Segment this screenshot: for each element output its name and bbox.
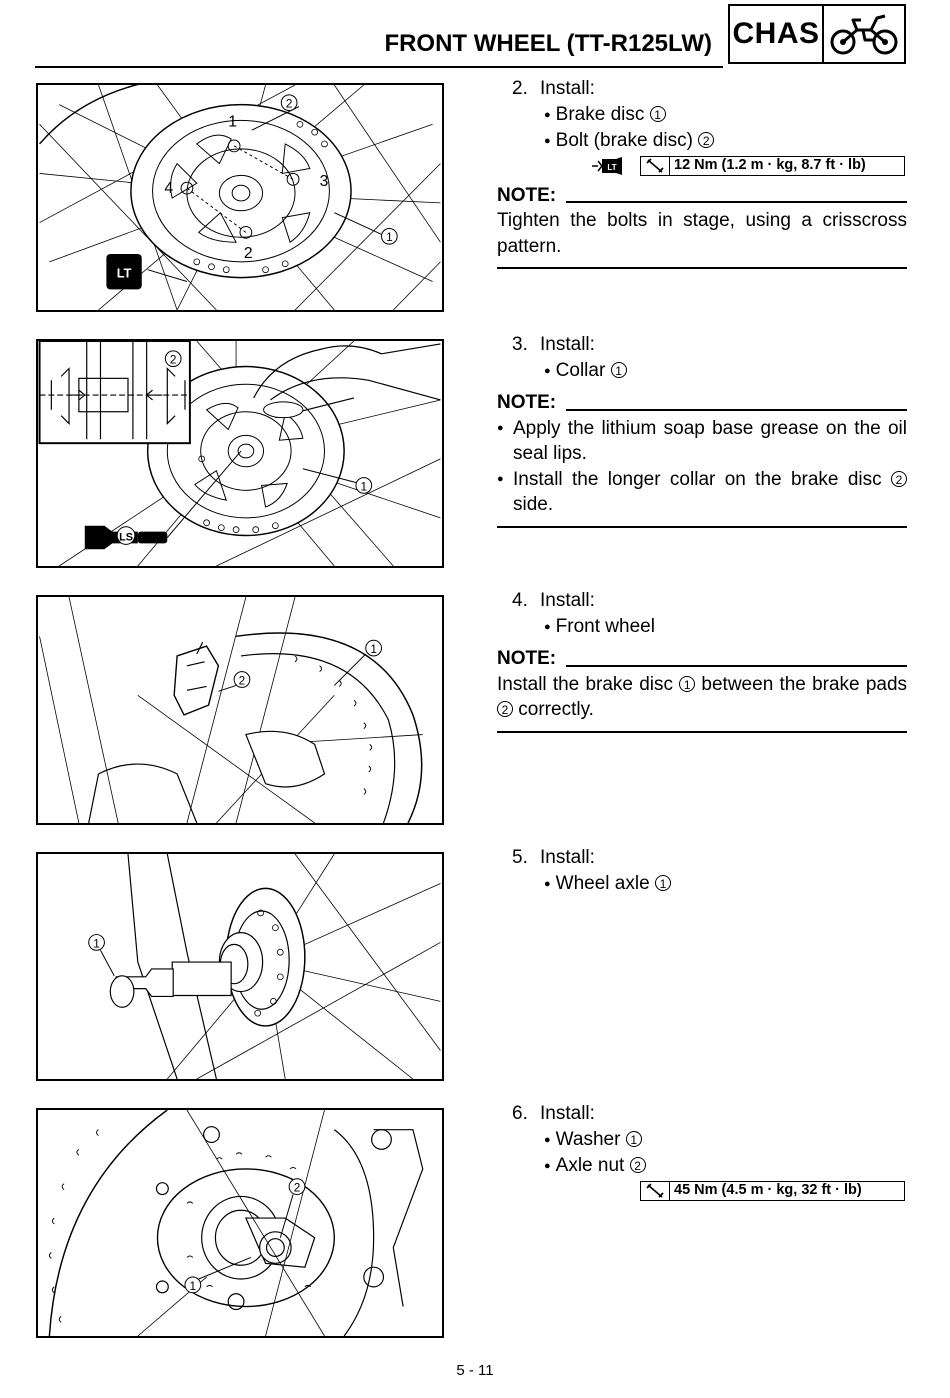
step-6: 6. Install: Washer 1 Axle nut 2 45 Nm (4.… xyxy=(497,1101,907,1202)
page-number: 5 - 11 xyxy=(456,1362,494,1379)
torque-wrench-icon xyxy=(641,156,670,175)
section-label: CHAS xyxy=(730,6,824,62)
list-item: Collar 1 xyxy=(497,358,907,385)
list-item: Front wheel xyxy=(497,614,907,641)
ref-circle: 1 xyxy=(649,105,666,122)
step-5: 5. Install: Wheel axle 1 xyxy=(497,845,907,897)
step-action: Install: xyxy=(540,334,595,355)
note-bullet: ●Apply the lithium soap base grease on t… xyxy=(497,417,907,465)
lt-symbol: LT xyxy=(117,266,132,281)
ref-circle: 1 xyxy=(679,675,696,692)
torque-value: 45 Nm (4.5 m · kg, 32 ft · lb) xyxy=(674,1181,862,1198)
step-number: 5. xyxy=(512,847,528,868)
figure-front-wheel-install: 1 2 xyxy=(36,595,444,825)
callout-1: 1 xyxy=(370,643,377,656)
note-end-rule xyxy=(497,723,907,733)
list-item: Brake disc 1 xyxy=(497,102,907,129)
step-action: Install: xyxy=(540,1103,595,1124)
callout-3: 3 xyxy=(320,173,329,190)
ref-circle: 2 xyxy=(891,470,907,487)
step-2: 2. Install: Brake disc 1 Bolt (brake disc… xyxy=(497,76,907,269)
callout-1: 1 xyxy=(361,480,368,493)
callout-4: 4 xyxy=(164,180,173,197)
torque-spec: LT 12 Nm (1.2 m · kg, 8.7 ft · lb) xyxy=(497,155,907,177)
note-text: Install the brake disc 1 between the bra… xyxy=(497,673,908,720)
locking-agent-icon: LT xyxy=(592,156,622,175)
list-item: Washer 1 xyxy=(497,1127,907,1154)
callout-2: 2 xyxy=(244,245,253,262)
step-action: Install: xyxy=(540,590,595,611)
page-title: FRONT WHEEL (TT-R125LW) xyxy=(384,30,712,57)
title-rule xyxy=(35,66,723,68)
callout-2: 2 xyxy=(286,98,293,111)
callout-1: 1 xyxy=(93,937,100,950)
callout-1: 1 xyxy=(228,113,237,130)
callout-1: 1 xyxy=(190,1280,197,1293)
torque-spec: 45 Nm (4.5 m · kg, 32 ft · lb) xyxy=(497,1180,907,1202)
torque-wrench-icon xyxy=(641,1181,670,1200)
figure-wheel-axle-install: 1 xyxy=(36,852,444,1081)
motorcycle-icon xyxy=(824,6,904,62)
list-item: Wheel axle 1 xyxy=(497,871,907,898)
list-item: Bolt (brake disc) 2 xyxy=(497,128,907,155)
ref-circle: 1 xyxy=(610,361,627,378)
list-item: Axle nut 2 xyxy=(497,1153,907,1180)
step-number: 3. xyxy=(512,334,528,355)
note-end-rule xyxy=(497,518,907,528)
step-action: Install: xyxy=(540,847,595,868)
figure-brake-disc-install: LT 1 3 4 2 2 1 xyxy=(36,83,444,312)
ref-circle: 2 xyxy=(497,701,513,717)
ref-circle: 1 xyxy=(625,1130,642,1147)
step-number: 6. xyxy=(512,1103,528,1124)
section-tab: CHAS xyxy=(728,4,906,64)
step-4: 4. Install: Front wheel NOTE: Install the… xyxy=(497,588,907,733)
ref-circle: 2 xyxy=(698,132,715,148)
ls-symbol: LS xyxy=(119,531,133,543)
ref-circle: 1 xyxy=(654,874,671,891)
note-text: Tighten the bolts in stage, using a cris… xyxy=(497,210,907,257)
callout-1: 1 xyxy=(386,231,393,244)
callout-2: 2 xyxy=(170,354,177,367)
step-number: 4. xyxy=(512,590,528,611)
svg-text:LT: LT xyxy=(607,163,616,172)
note-heading: NOTE: xyxy=(497,183,907,209)
note-bullet: ●Install the longer collar on the brake … xyxy=(497,467,907,518)
step-action: Install: xyxy=(540,78,595,99)
figure-collar-install: LS 1 2 xyxy=(36,339,444,568)
note-end-rule xyxy=(497,259,907,269)
note-heading: NOTE: xyxy=(497,390,907,416)
figure-axle-nut-install: 2 1 xyxy=(36,1108,444,1338)
torque-value: 12 Nm (1.2 m · kg, 8.7 ft · lb) xyxy=(674,156,866,173)
step-number: 2. xyxy=(512,78,528,99)
step-3: 3. Install: Collar 1 NOTE: ●Apply the lit… xyxy=(497,332,907,528)
callout-2: 2 xyxy=(239,674,246,687)
ref-circle: 2 xyxy=(629,1157,646,1173)
callout-2: 2 xyxy=(294,1182,301,1195)
note-heading: NOTE: xyxy=(497,646,907,672)
